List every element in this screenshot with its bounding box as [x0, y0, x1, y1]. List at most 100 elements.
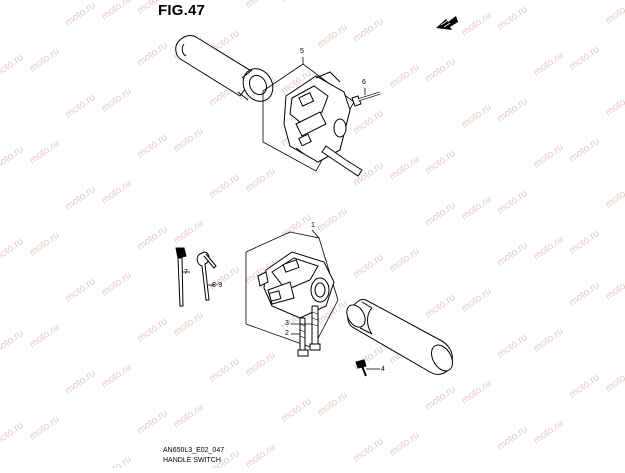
callout-2: 2 [285, 330, 289, 337]
watermark-text: moto.ru [351, 252, 385, 280]
left-handle-switch-housing [283, 71, 363, 177]
watermark-text: moto.ru [495, 332, 529, 360]
watermark-text: moto.ru [459, 378, 493, 406]
watermark-text: moto.ru [423, 384, 457, 412]
watermark-text: moto.ru [315, 22, 349, 50]
watermark-text: moto.ru [351, 436, 385, 464]
watermark-text: moto.ru [495, 188, 529, 216]
watermark-text: moto.ru [567, 372, 601, 400]
watermark-text: moto.ru [567, 280, 601, 308]
watermark-text: moto.ru [423, 292, 457, 320]
watermark-text: moto.ru [27, 230, 61, 258]
watermark-text: moto.ru [135, 224, 169, 252]
watermark-text: moto.ru [603, 0, 625, 26]
watermark-text: moto.ru [99, 362, 133, 390]
watermark-text: moto.ru [279, 0, 313, 4]
watermark-text: moto.ru [27, 322, 61, 350]
watermark-text: moto.ru [207, 356, 241, 384]
diagram-caption: HANDLE SWITCH [163, 457, 221, 464]
callout-4: 4 [381, 366, 385, 373]
watermark-text: moto.ru [171, 126, 205, 154]
screw-6 [351, 88, 381, 107]
watermark-text: moto.ru [603, 182, 625, 210]
watermark-text: moto.ru [99, 270, 133, 298]
watermark-text: moto.ru [603, 366, 625, 394]
watermark-text: moto.ru [531, 418, 565, 446]
watermark-text: moto.ru [495, 4, 529, 32]
watermark-text: moto.ru [99, 454, 133, 468]
right-throttle-grip [346, 299, 453, 375]
watermark-text: moto.ru [387, 62, 421, 90]
watermark-text: moto.ru [351, 16, 385, 44]
watermark-text: moto.ru [171, 402, 205, 430]
watermark-text: moto.ru [243, 442, 277, 468]
watermark-text: moto.ru [567, 136, 601, 164]
cable-tie-8-9 [196, 251, 217, 301]
watermark-text: moto.ru [99, 0, 133, 22]
watermark-text: moto.ru [387, 430, 421, 458]
watermark-text: moto.ru [387, 246, 421, 274]
watermark-text: moto.ru [495, 96, 529, 124]
callout-3: 3 [285, 320, 289, 327]
watermark-text: moto.ru [315, 206, 349, 234]
watermark-text: moto.ru [99, 86, 133, 114]
watermark-text: moto.ru [135, 132, 169, 160]
watermark-text: moto.ru [603, 90, 625, 118]
watermark-text: moto.ru [567, 44, 601, 72]
leader-box-1 [245, 229, 339, 349]
callout-8-9: 8-9 [212, 282, 223, 289]
watermark-text: moto.ru [27, 138, 61, 166]
clamp-7 [175, 247, 190, 307]
watermark-text: moto.ru [171, 310, 205, 338]
watermark-text: moto.ru [135, 316, 169, 344]
watermark-text: moto.ru [423, 200, 457, 228]
watermark-text: moto.ru [423, 56, 457, 84]
screw-3 [309, 305, 321, 351]
watermark-text: moto.ru [495, 240, 529, 268]
watermark-text: moto.ru [0, 420, 25, 448]
watermark-text: moto.ru [135, 40, 169, 68]
watermark-text: moto.ru [459, 194, 493, 222]
watermark-text: moto.ru [495, 424, 529, 452]
watermark-text: moto.ru [243, 350, 277, 378]
watermark-text: moto.ru [531, 234, 565, 262]
screw-4 [355, 359, 380, 377]
front-direction-arrow-icon [436, 16, 458, 30]
watermark-text: moto.ru [99, 178, 133, 206]
watermark-text: moto.ru [63, 184, 97, 212]
watermark-text: moto.ru [243, 0, 277, 10]
right-handle-switch-housing [257, 251, 335, 319]
leader-lines-2-3 [291, 323, 312, 335]
watermark-text: moto.ru [243, 166, 277, 194]
watermark-text: moto.ru [351, 108, 385, 136]
callout-1: 1 [311, 222, 315, 229]
screw-2 [297, 317, 309, 357]
callout-6: 6 [362, 79, 366, 86]
watermark-text: moto.ru [27, 46, 61, 74]
watermark-text: moto.ru [207, 172, 241, 200]
watermark-text: moto.ru [0, 52, 25, 80]
watermark-text: moto.ru [279, 396, 313, 424]
watermark-text: moto.ru [63, 368, 97, 396]
watermark-text: moto.ru [531, 326, 565, 354]
watermark-text: moto.ru [459, 10, 493, 38]
watermark-text: moto.ru [459, 286, 493, 314]
callout-5: 5 [300, 48, 304, 55]
watermark-text: moto.ru [0, 328, 25, 356]
watermark-text: moto.ru [171, 218, 205, 246]
watermark-text: moto.ru [135, 408, 169, 436]
watermark-text: moto.ru [27, 414, 61, 442]
callout-7: 7 [184, 269, 188, 276]
watermark-text: moto.ru [531, 50, 565, 78]
watermark-text: moto.ru [387, 154, 421, 182]
watermark-text: moto.ru [0, 144, 25, 172]
left-grip [175, 35, 274, 102]
watermark-text: moto.ru [459, 102, 493, 130]
watermark-text: moto.ru [63, 276, 97, 304]
watermark-text: moto.ru [531, 142, 565, 170]
watermark-text: moto.ru [0, 236, 25, 264]
watermark-text: moto.ru [423, 148, 457, 176]
